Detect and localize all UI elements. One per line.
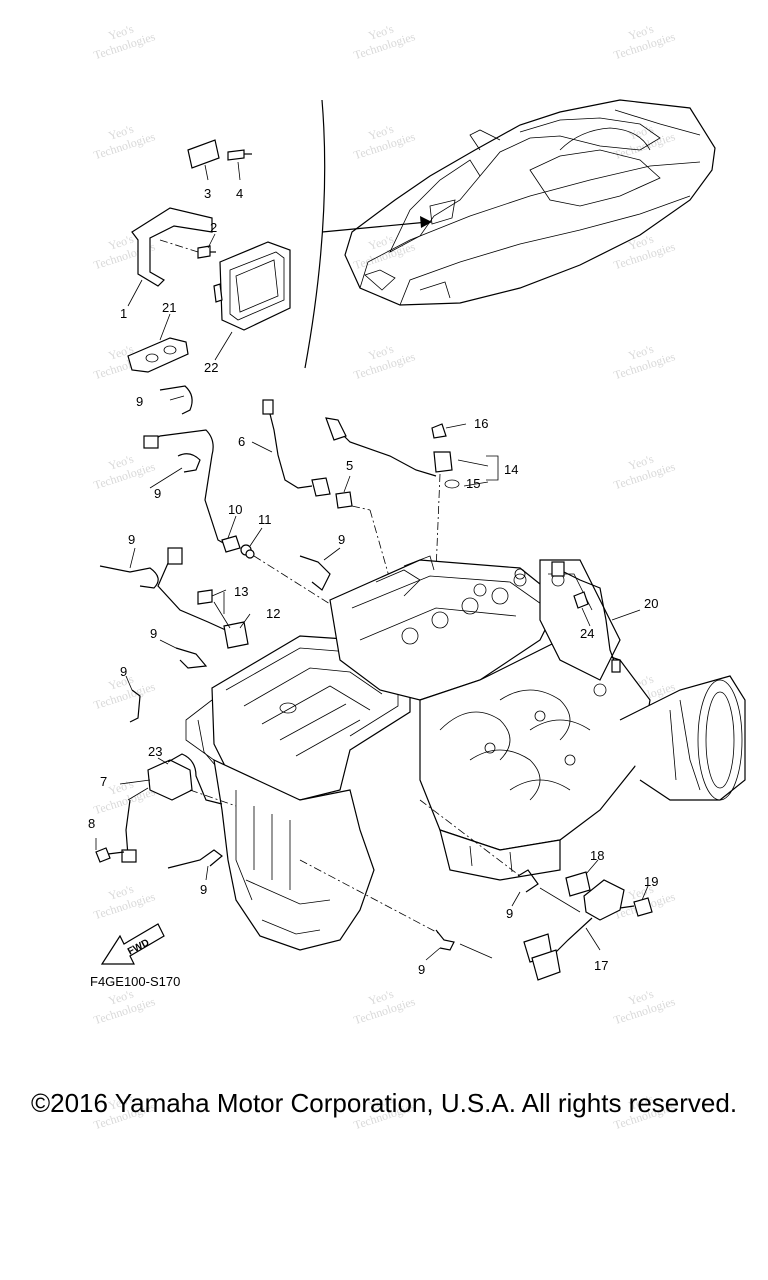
inset-bracket — [304, 99, 326, 369]
lower-parts — [95, 561, 653, 981]
callout-9-f: 9 — [120, 664, 127, 679]
callout-24: 24 — [580, 626, 594, 641]
callout-17: 17 — [594, 958, 608, 973]
callout-13: 13 — [234, 584, 248, 599]
callout-9-d: 9 — [338, 532, 345, 547]
callout-15: 15 — [466, 476, 480, 491]
callout-19: 19 — [644, 874, 658, 889]
callout-9-e: 9 — [150, 626, 157, 641]
callout-16: 16 — [474, 416, 488, 431]
leader-lines — [127, 161, 241, 361]
callout-23: 23 — [148, 744, 162, 759]
callout-20: 20 — [644, 596, 658, 611]
callout-5: 5 — [346, 458, 353, 473]
callout-3: 3 — [204, 186, 211, 201]
callout-8: 8 — [88, 816, 95, 831]
callout-2: 2 — [210, 220, 217, 235]
inset-parts — [127, 139, 291, 373]
callout-6: 6 — [238, 434, 245, 449]
watercraft-illustration — [344, 99, 716, 306]
callout-9-b: 9 — [154, 486, 161, 501]
callout-labels: 1 2 3 4 5 6 7 8 9 9 9 9 9 9 9 9 9 10 11 … — [88, 186, 658, 977]
forward-direction-indicator: FWD — [100, 923, 165, 965]
callout-1: 1 — [120, 306, 127, 321]
callout-12: 12 — [266, 606, 280, 621]
locator-arrow — [321, 221, 429, 233]
locator-arrowhead — [420, 216, 432, 228]
callout-9-i: 9 — [418, 962, 425, 977]
wire-harnesses — [99, 385, 499, 723]
callout-22: 22 — [204, 360, 218, 375]
engine-illustration — [185, 555, 746, 951]
callout-18: 18 — [590, 848, 604, 863]
callout-7: 7 — [100, 774, 107, 789]
callout-9-c: 9 — [128, 532, 135, 547]
copyright-notice: ©2016 Yamaha Motor Corporation, U.S.A. A… — [30, 1088, 738, 1118]
callout-9-h: 9 — [506, 906, 513, 921]
callout-4: 4 — [236, 186, 243, 201]
callout-9-a: 9 — [136, 394, 143, 409]
callout-10: 10 — [228, 502, 242, 517]
callout-9-g: 9 — [200, 882, 207, 897]
diagram-code: F4GE100-S170 — [90, 974, 180, 989]
callout-11: 11 — [258, 512, 272, 527]
callout-21: 21 — [162, 300, 176, 315]
callout-14: 14 — [504, 462, 518, 477]
